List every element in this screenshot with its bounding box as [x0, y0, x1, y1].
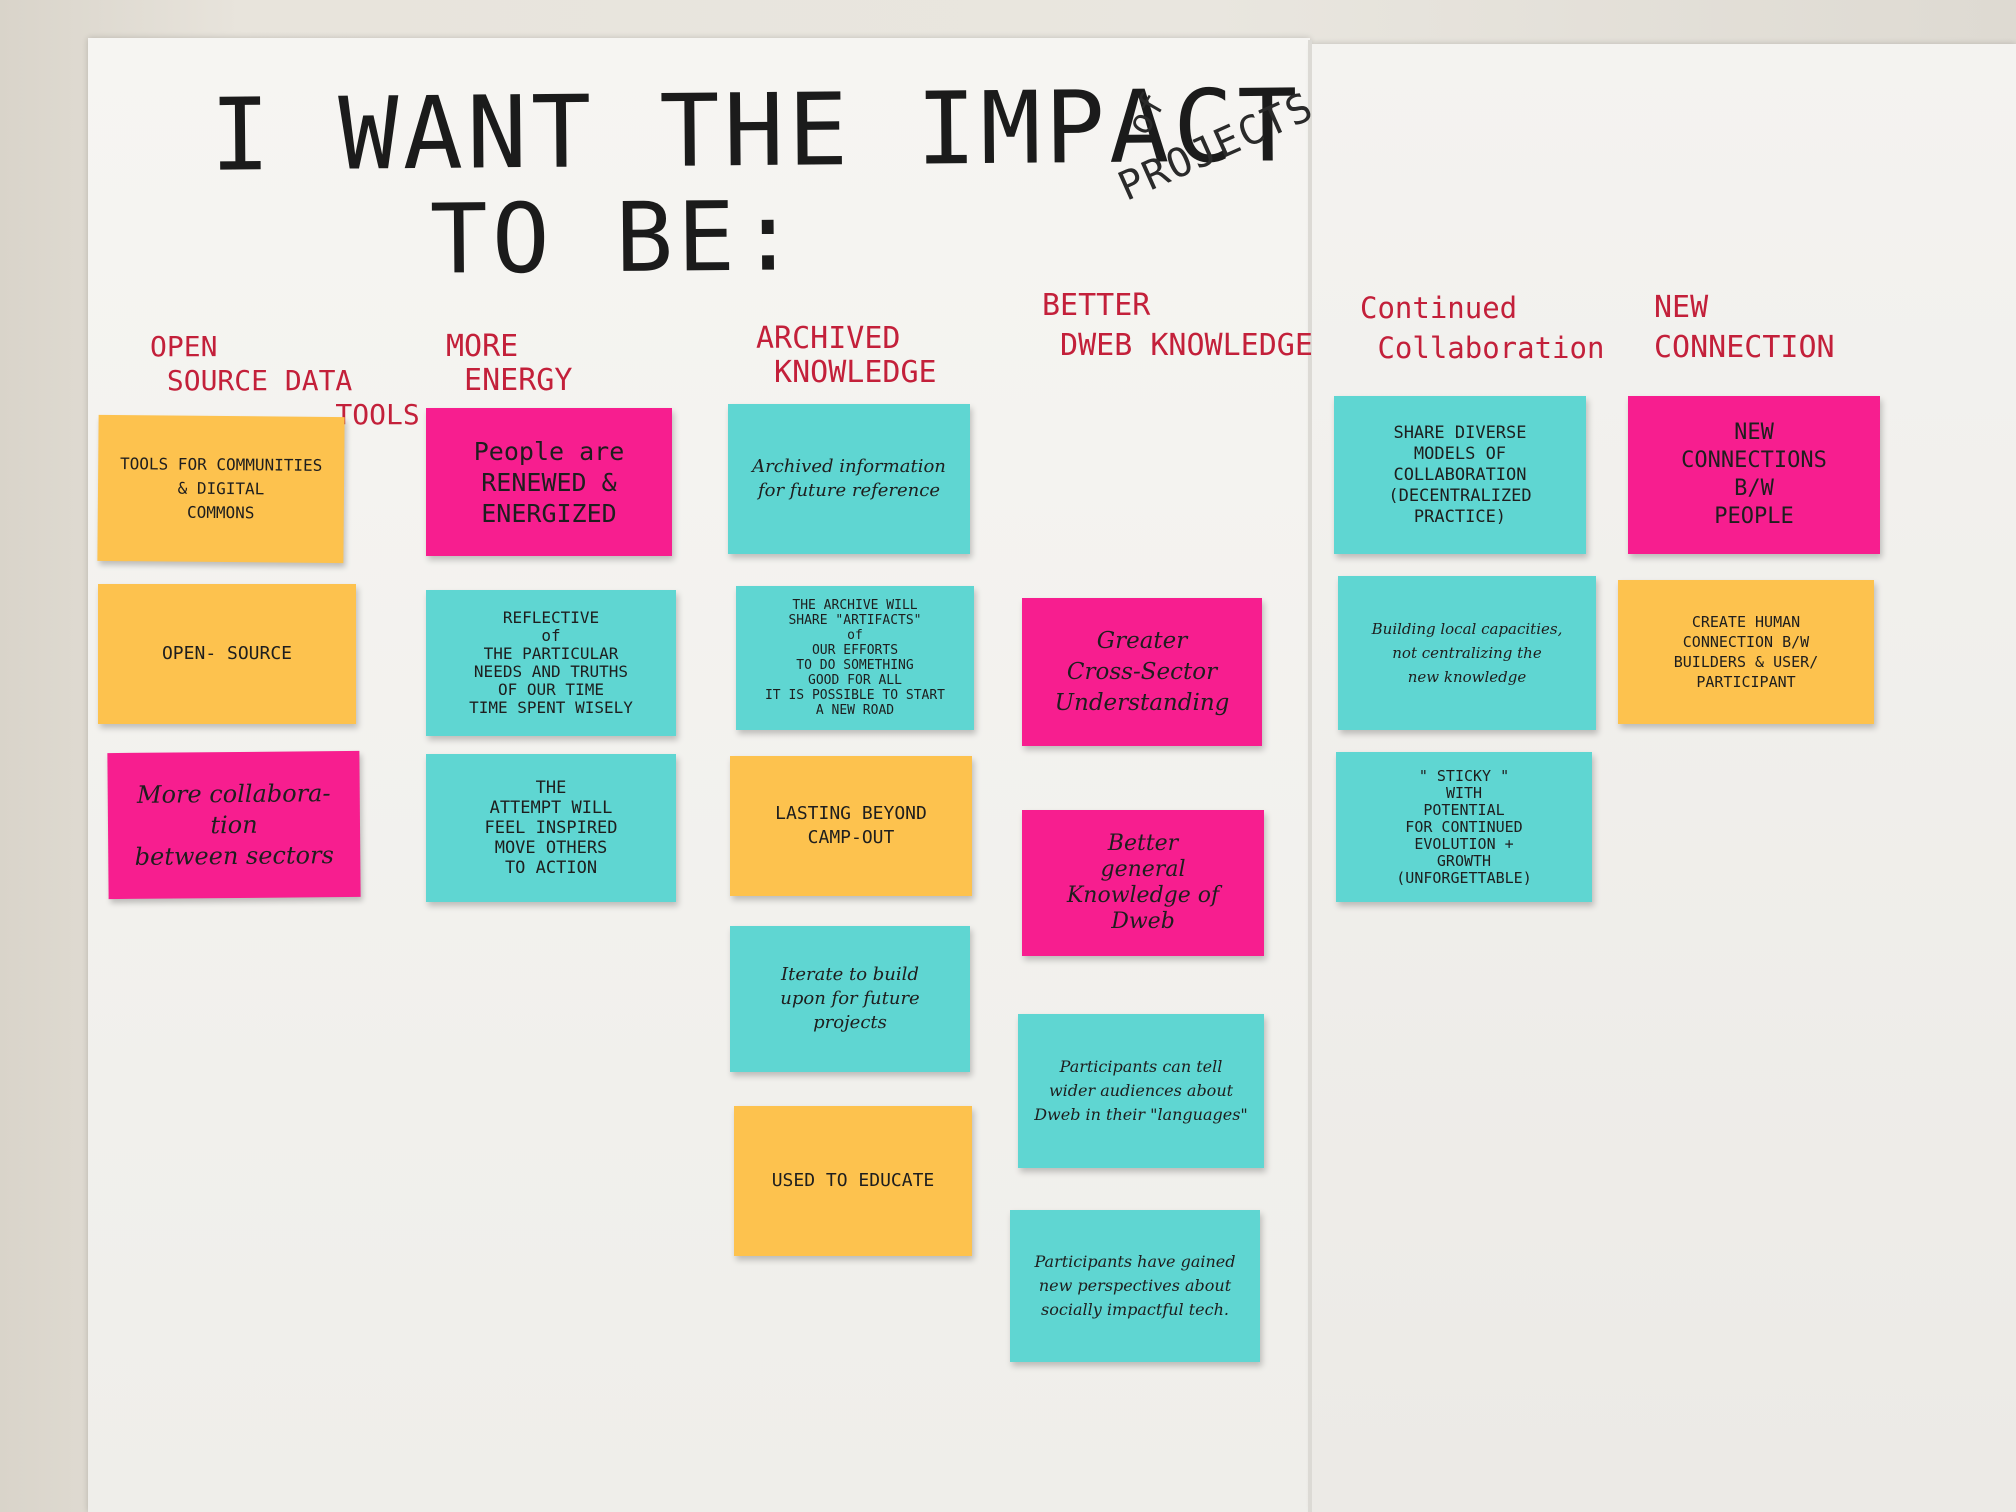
sticky-note-text: USED TO EDUCATE	[771, 1170, 935, 1191]
column-heading-archived-knowledge: ARCHIVED KNOWLEDGE	[756, 321, 937, 390]
sticky-note-text: Archived information for future referenc…	[752, 456, 946, 501]
sticky-note: CREATE HUMAN CONNECTION B/W BUILDERS & U…	[1618, 580, 1874, 724]
column-heading-better-dweb-knowledge: BETTER DWEB KNOWLEDGE	[1042, 288, 1313, 363]
sticky-note-text: NEW CONNECTIONS B/W PEOPLE	[1681, 420, 1827, 529]
sticky-note: Greater Cross-Sector Understanding	[1022, 598, 1262, 746]
sticky-note: People are RENEWED & ENERGIZED	[426, 408, 672, 556]
sticky-note-text: Greater Cross-Sector Understanding	[1054, 627, 1230, 716]
sticky-note-text: Participants can tell wider audiences ab…	[1034, 1057, 1248, 1124]
sticky-note-text: " STICKY " WITH POTENTIAL FOR CONTINUED …	[1396, 766, 1532, 887]
sticky-note-text: TOOLS FOR COMMUNITIES & DIGITAL COMMONS	[119, 454, 323, 523]
sticky-note-text: OPEN- SOURCE	[161, 643, 293, 664]
sticky-note-text: More collabora- tion between sectors	[134, 778, 334, 871]
sticky-note: USED TO EDUCATE	[734, 1106, 972, 1256]
sticky-note: NEW CONNECTIONS B/W PEOPLE	[1628, 396, 1880, 554]
sticky-note: Better general Knowledge of Dweb	[1022, 810, 1264, 956]
sticky-note: TOOLS FOR COMMUNITIES & DIGITAL COMMONS	[97, 414, 345, 564]
sheet-edge	[1308, 40, 1312, 1512]
sticky-note-text: THE ARCHIVE WILL SHARE "ARTIFACTS" of OU…	[764, 598, 945, 718]
column-heading-continued-collaboration: Continued Collaboration	[1360, 291, 1605, 365]
sticky-note-text: People are RENEWED & ENERGIZED	[473, 436, 625, 528]
sticky-note: Participants can tell wider audiences ab…	[1018, 1014, 1264, 1168]
sticky-note-text: Iterate to build upon for future project…	[780, 964, 920, 1033]
sticky-note-text: THE ATTEMPT WILL FEEL INSPIRED MOVE OTHE…	[484, 778, 618, 878]
column-heading-open-source-data-tools: OPEN SOURCE DATA TOOLS	[150, 330, 420, 431]
sticky-note-text: Participants have gained new perspective…	[1034, 1252, 1236, 1319]
column-heading-new-connection: NEW CONNECTION	[1654, 290, 1835, 365]
sticky-note: Archived information for future referenc…	[728, 404, 970, 554]
sticky-note: REFLECTIVE of THE PARTICULAR NEEDS AND T…	[426, 590, 676, 736]
sticky-note: Participants have gained new perspective…	[1010, 1210, 1260, 1362]
sticky-note: SHARE DIVERSE MODELS OF COLLABORATION (D…	[1334, 396, 1586, 554]
sticky-note: THE ARCHIVE WILL SHARE "ARTIFACTS" of OU…	[736, 586, 974, 730]
sticky-note: LASTING BEYOND CAMP-OUT	[730, 756, 972, 896]
sticky-note: " STICKY " WITH POTENTIAL FOR CONTINUED …	[1336, 752, 1592, 902]
sticky-note-text: CREATE HUMAN CONNECTION B/W BUILDERS & U…	[1673, 613, 1819, 691]
sticky-note: Iterate to build upon for future project…	[730, 926, 970, 1072]
sticky-note-text: Better general Knowledge of Dweb	[1066, 831, 1220, 934]
sticky-note-text: Building local capacities, not centraliz…	[1371, 620, 1563, 686]
sticky-note: OPEN- SOURCE	[98, 584, 356, 724]
column-heading-more-energy: MORE ENERGY	[446, 329, 573, 398]
board-title-line-2: TO BE:	[429, 180, 802, 296]
sticky-note: Building local capacities, not centraliz…	[1338, 576, 1596, 730]
sticky-note: THE ATTEMPT WILL FEEL INSPIRED MOVE OTHE…	[426, 754, 676, 902]
sticky-note-text: LASTING BEYOND CAMP-OUT	[775, 803, 927, 848]
sticky-note: More collabora- tion between sectors	[107, 750, 361, 900]
sticky-note-text: REFLECTIVE of THE PARTICULAR NEEDS AND T…	[469, 608, 633, 717]
sticky-note-text: SHARE DIVERSE MODELS OF COLLABORATION (D…	[1388, 422, 1532, 527]
